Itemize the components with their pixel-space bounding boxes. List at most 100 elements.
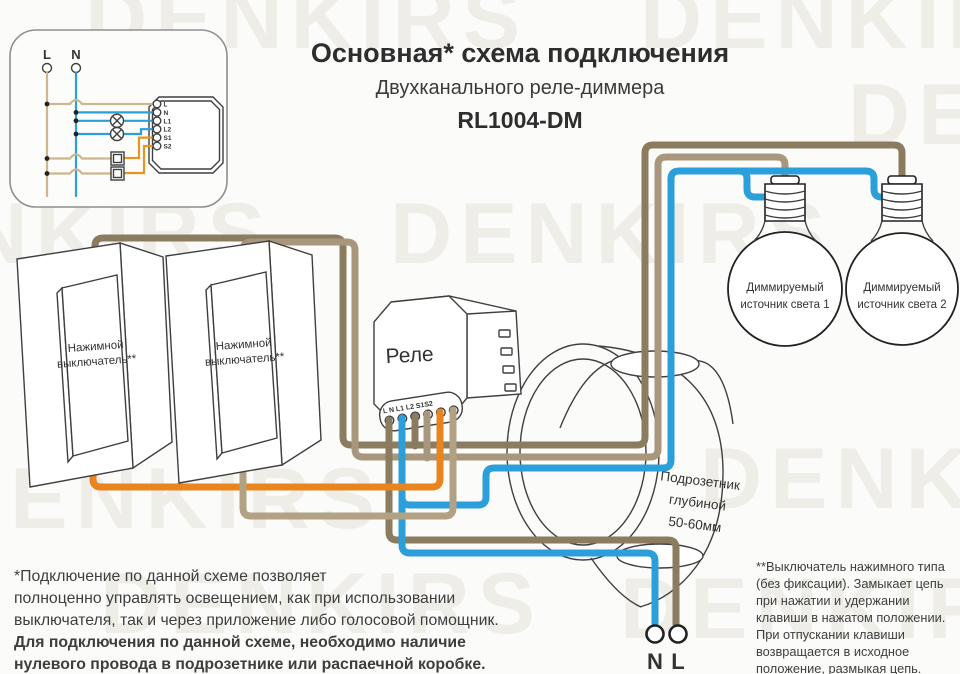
inset-neutral-terminal — [70, 62, 82, 74]
inset-switch1-icon-inner — [112, 153, 123, 164]
relay-clip-slot — [498, 329, 511, 338]
mains-terminals: N L — [645, 624, 688, 674]
inset-relay-terminals: L N L1 L2 S1 S2 — [152, 99, 172, 151]
switch1-label-line2: выключатель** — [57, 353, 138, 371]
footnote-right-line: **Выключатель нажимного типа — [756, 559, 945, 574]
switch1-label-line1: Нажимной — [67, 339, 124, 355]
lamp-cross — [112, 129, 122, 139]
bulb1-label-line1: Диммируемый — [746, 282, 823, 294]
inset-relay-inner-outline — [151, 100, 221, 170]
junction-dot — [44, 156, 50, 161]
watermark-text: DENKIRS — [640, 0, 960, 67]
watermark-text: DENKIRS — [700, 431, 960, 527]
inset-wire-switch2-s2 — [122, 144, 154, 175]
footnote-right-line: при нажатии и удержании — [756, 593, 910, 608]
backbox-label: Подрозетник глубиной 50-60мм — [660, 468, 741, 535]
bulb2-cap — [887, 175, 917, 185]
bulb-2: Диммируемый источник света 2 — [845, 175, 959, 346]
inset-neutral-label: N — [71, 47, 80, 62]
bulb2-label-line2: источник света 2 — [857, 299, 946, 311]
junction-dot — [73, 110, 79, 115]
footnote-left-line-bold: Для подключения по данной схеме, необход… — [14, 634, 466, 651]
push-switch-1: Нажимной выключатель** — [16, 242, 173, 488]
mains-l-label: L — [671, 649, 684, 674]
wire-relay-n-to-mains-n — [398, 414, 659, 628]
terminal-circle — [152, 141, 162, 151]
terminal-label: L — [164, 102, 168, 109]
page-title: Основная* схема подключения — [310, 38, 730, 68]
terminal-label: S2 — [164, 144, 172, 151]
relay-label: Реле — [385, 343, 434, 368]
relay-device: Реле L N L1 L2 S1S2 — [373, 295, 522, 432]
page-subtitle: Двухканального реле-диммера — [375, 77, 665, 99]
watermark-text: DENKIRS — [100, 556, 544, 652]
wire-switch1-phase-to-bulb2 — [91, 141, 906, 449]
title-block: Основная* схема подключения Двухканально… — [240, 38, 800, 134]
relay-side-clips — [498, 329, 517, 392]
backbox: Подрозетник глубиной 50-60мм — [506, 343, 741, 608]
wire-neutral-drop-bulb1 — [727, 167, 767, 201]
switch2-front-panel — [210, 271, 278, 454]
model-number: RL1004-DM — [457, 107, 583, 133]
footnote-left-line: выключателя, так и через приложение либо… — [14, 612, 499, 629]
switch1-front-panel — [61, 274, 129, 457]
terminal-circle — [152, 107, 162, 117]
switch2-label: Нажимной выключатель** — [205, 337, 286, 369]
wires — [89, 141, 906, 628]
relay-clip-slot — [500, 347, 513, 356]
relay-clip-slot — [502, 365, 515, 374]
lamp-cross — [112, 115, 122, 126]
backbox-label-line3: 50-60мм — [668, 514, 723, 535]
inset-wire-switch2-l — [45, 168, 113, 175]
junction-dot — [44, 171, 50, 176]
bulb1-threads — [764, 190, 806, 219]
mains-n-terminal — [645, 624, 665, 644]
terminal-label: N — [164, 110, 169, 117]
inset-phase-label: L — [43, 47, 51, 62]
inset-switch2-icon-inner — [112, 168, 123, 179]
mains-l-terminal — [668, 624, 688, 644]
inset-junction-dots — [44, 101, 79, 176]
footnote-right-line: (без фиксации). Замыкает цепь — [756, 576, 944, 591]
relay-side-face — [466, 310, 522, 399]
footnote-left-line: *Подключение по данной схеме позволяет — [14, 568, 327, 585]
mains-n-label: N — [647, 649, 663, 674]
bulb1-cap — [770, 175, 800, 185]
inset-wire-switch1-s1 — [122, 136, 154, 160]
inset-switch1-icon — [110, 151, 125, 166]
bulb1-glass — [727, 231, 843, 347]
switch2-label-line1: Нажимной — [215, 337, 272, 353]
terminal-label: S1 — [164, 135, 172, 142]
inset-wire-switch1-l — [45, 153, 113, 160]
bulb-1: Диммируемый источник света 1 — [727, 175, 843, 347]
push-switch-2: Нажимной выключатель** — [165, 240, 322, 484]
inset-relay-outline — [148, 96, 224, 174]
backbox-bottom-edge — [590, 557, 642, 608]
bulb2-label-line1: Диммируемый — [863, 282, 940, 294]
footnote-left-line: полноценно управлять освещением, как при… — [14, 590, 456, 607]
terminal-circle — [152, 133, 162, 143]
backbox-label-line2: глубиной — [668, 492, 727, 514]
wire-relay-l-to-mains-l — [385, 416, 680, 628]
backbox-label-line1: Подрозетник — [660, 468, 741, 493]
terminal-circle — [152, 124, 162, 134]
inset-wire-lamp2-l2 — [122, 128, 155, 136]
wire-switch2-to-s2 — [239, 406, 457, 520]
wire-switch2-phase-to-bulb1 — [239, 153, 789, 461]
footnote-left-line-bold: нулевого провода в подрозетнике или расп… — [14, 656, 486, 673]
terminal-label: L1 — [164, 118, 172, 125]
footnote-right-line: При отпускании клавиши — [756, 627, 905, 642]
switch2-label-line2: выключатель** — [205, 351, 286, 369]
wire-switch1-to-s1 — [89, 408, 444, 491]
backbox-inner-rim — [519, 358, 647, 546]
terminal-circle — [152, 116, 162, 126]
terminal-circle — [152, 99, 162, 109]
terminal-label: L2 — [164, 127, 172, 134]
relay-clip-slot — [504, 383, 517, 392]
junction-dot — [73, 131, 79, 137]
footnote-right-line: клавиши в нажатом положении. — [756, 610, 946, 625]
footnote-right: **Выключатель нажимного типа (без фиксац… — [756, 558, 958, 674]
inset-lamp1-icon — [109, 113, 125, 129]
